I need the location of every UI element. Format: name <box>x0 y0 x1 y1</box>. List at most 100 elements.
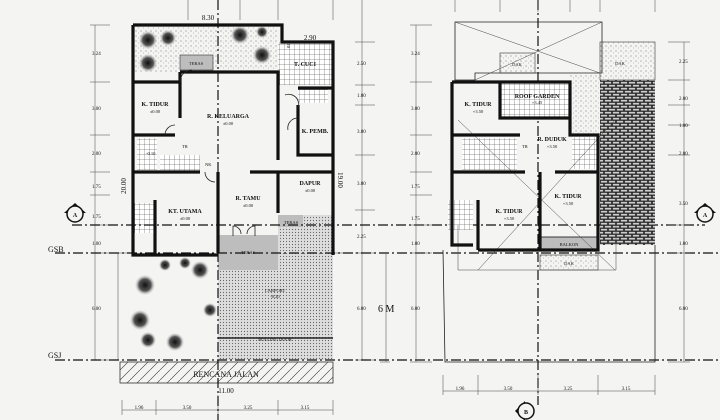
room-label: K. TIDUR <box>142 102 170 108</box>
room-label: BALKON <box>560 242 579 247</box>
room-label: T. CUCI <box>294 62 317 68</box>
dim-step: 1.10 <box>286 40 291 49</box>
room-label: CARPORT <box>265 288 286 293</box>
room-level: +3.50 <box>473 109 484 114</box>
upper-room-labels: DAK DAK K. TIDUR +3.50 ROOF GARDEN +3.45… <box>465 61 626 266</box>
svg-text:1.75: 1.75 <box>92 215 101 220</box>
svg-text:3.00: 3.00 <box>357 130 366 135</box>
dim-step-width: 2.90 <box>304 34 317 42</box>
stair-label: TR <box>522 144 528 149</box>
room-label: KT. UTAMA <box>168 209 202 215</box>
roof-garden <box>500 82 570 118</box>
room-level: +3.45 <box>532 100 543 105</box>
dim-length-left: 20.00 <box>120 178 128 194</box>
right-dimension-chain: 2.50 1.00 3.00 3.00 2.25 6.00 <box>355 0 375 361</box>
svg-text:3.50: 3.50 <box>183 406 192 411</box>
svg-text:3.00: 3.00 <box>357 182 366 187</box>
section-marker-a-left: A <box>64 203 86 223</box>
upper-bottom-dimension-chain: 1.96 3.50 3.25 3.15 <box>442 375 656 395</box>
master-bath <box>133 203 155 233</box>
bath <box>137 138 157 170</box>
carport-area <box>278 215 333 360</box>
rear-terrace <box>179 54 214 71</box>
stair-down-label: NK <box>205 162 212 167</box>
room-label: ROOF GARDEN <box>515 94 560 100</box>
svg-text:2.00: 2.00 <box>679 97 688 102</box>
svg-text:A: A <box>73 213 78 219</box>
upper-right-dimension-chain: 2.25 2.00 1.00 2.00 3.50 1.00 6.00 <box>668 41 690 363</box>
room-label: DAK <box>564 261 574 266</box>
svg-text:3.25: 3.25 <box>564 387 573 392</box>
tiled-roof <box>600 80 655 245</box>
room-label: K. TIDUR <box>496 209 524 215</box>
gsj-label: GSJ <box>48 351 61 360</box>
stairs <box>160 155 200 171</box>
upper-left-dimension-chain: 3.24 3.00 2.00 1.75 1.75 1.00 6.00 <box>410 24 432 363</box>
left-dimension-chain: 3.24 3.00 2.00 1.75 1.75 1.00 6.00 <box>90 24 110 361</box>
room-label: TERAS <box>284 220 299 225</box>
setback-label: 6 M <box>378 304 395 315</box>
svg-text:3.00: 3.00 <box>411 107 420 112</box>
room-level: ±0.00 <box>305 188 316 193</box>
svg-text:3.25: 3.25 <box>244 406 253 411</box>
svg-text:6.00: 6.00 <box>679 307 688 312</box>
section-marker-b: B <box>515 401 535 420</box>
room-level: +3.50 <box>563 201 574 206</box>
upper-floor-plan: DAK DAK K. TIDUR +3.50 ROOF GARDEN +3.45… <box>410 0 690 395</box>
svg-text:3.50: 3.50 <box>679 202 688 207</box>
room-level: +3.50 <box>504 216 515 221</box>
room-level: ±0.00 <box>150 109 161 114</box>
svg-text:6.00: 6.00 <box>357 307 366 312</box>
bath-level: -0.10 <box>146 151 156 156</box>
svg-text:3.24: 3.24 <box>92 52 101 57</box>
svg-text:1.75: 1.75 <box>92 185 101 190</box>
room-label: K. TIDUR <box>555 194 583 200</box>
svg-text:1.00: 1.00 <box>357 94 366 99</box>
svg-text:1.00: 1.00 <box>92 242 101 247</box>
svg-text:6.00: 6.00 <box>92 307 101 312</box>
svg-text:1.75: 1.75 <box>411 185 420 190</box>
svg-text:A: A <box>703 213 708 219</box>
svg-text:3.50: 3.50 <box>504 387 513 392</box>
svg-text:2.25: 2.25 <box>679 60 688 65</box>
room-label: TERAS <box>189 61 204 66</box>
stair-up-label: TR <box>182 144 188 149</box>
svg-text:1.00: 1.00 <box>411 242 420 247</box>
svg-text:3.24: 3.24 <box>411 52 420 57</box>
svg-text:2.50: 2.50 <box>357 62 366 67</box>
svg-text:2.00: 2.00 <box>92 152 101 157</box>
room-label: R. DUDUK <box>537 137 567 143</box>
room-label: DAK <box>615 61 625 66</box>
room-label: R. KELUARGA <box>207 114 250 120</box>
svg-text:3.15: 3.15 <box>622 387 631 392</box>
section-marker-a-right: A <box>694 203 716 223</box>
svg-text:2.00: 2.00 <box>411 152 420 157</box>
room-label: DAPUR <box>300 181 322 187</box>
svg-text:2.25: 2.25 <box>357 235 366 240</box>
room-label: DAK <box>512 62 522 67</box>
road-area <box>119 361 334 384</box>
gsb-label: GSB <box>48 245 64 254</box>
laundry-area <box>278 42 333 85</box>
tree-icons <box>130 26 271 351</box>
svg-text:B: B <box>524 410 528 416</box>
road-label: RENCANA JALAN <box>193 370 259 379</box>
room-level: -0.20 <box>270 294 280 299</box>
svg-text:1.00: 1.00 <box>679 242 688 247</box>
svg-text:6.00: 6.00 <box>411 307 420 312</box>
upper-stairs <box>462 138 517 170</box>
upper-walls <box>450 80 600 252</box>
room-label: R. TAMU <box>235 196 261 202</box>
svg-text:1.96: 1.96 <box>135 406 144 411</box>
svg-text:3.15: 3.15 <box>301 406 310 411</box>
service-bath <box>298 88 328 103</box>
ground-floor-plan: TERAS T. CUCI K. TIDUR ±0.00 R. KELUARGA… <box>90 0 375 420</box>
svg-text:1.00: 1.00 <box>679 124 688 129</box>
bottom-dimension-chain: 1.96 3.50 3.25 3.15 <box>121 395 334 420</box>
rolling-door-label: ROLLING DOOR <box>258 337 292 342</box>
svg-text:2.00: 2.00 <box>679 152 688 157</box>
svg-text:1.96: 1.96 <box>456 387 465 392</box>
road-width: 11.00 <box>218 387 234 395</box>
